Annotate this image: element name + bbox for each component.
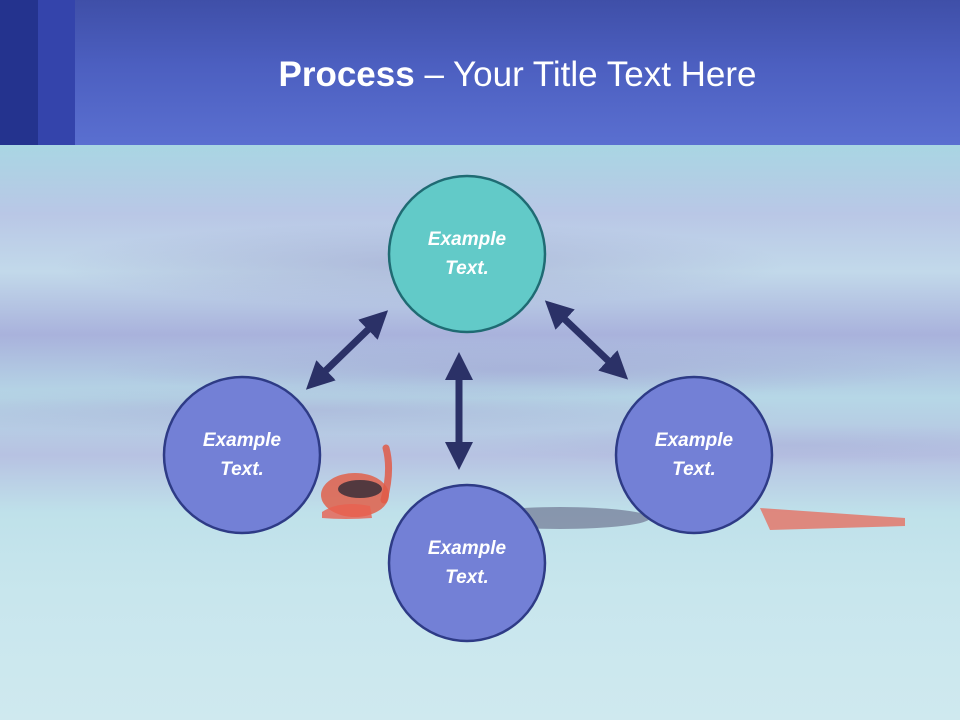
arrow-top-left — [305, 310, 389, 390]
node-right-label: Example Text. — [654, 430, 734, 480]
node-left-label: Example Text. — [202, 430, 282, 480]
snorkel-tube — [380, 444, 393, 504]
node-left-circle — [162, 375, 322, 535]
node-top-label: Example Text. — [427, 229, 507, 279]
node-bottom-circle — [387, 483, 547, 643]
diver-shoulder — [322, 504, 372, 519]
title-bar: Process – Your Title Text Here — [0, 0, 960, 145]
diver-mask — [338, 480, 382, 498]
slide-title: Process – Your Title Text Here — [75, 52, 960, 98]
slide-title-bold: Process — [278, 55, 415, 94]
header-stripe-mid — [38, 0, 75, 145]
node-top-circle — [387, 174, 547, 334]
slide-title-rest: – Your Title Text Here — [414, 55, 757, 94]
node-right-circle — [614, 375, 774, 535]
node-bottom-label: Example Text. — [427, 538, 507, 588]
header-stripe-dark — [0, 0, 38, 145]
arrow-top-right — [544, 300, 629, 380]
diver-fins — [760, 508, 905, 530]
